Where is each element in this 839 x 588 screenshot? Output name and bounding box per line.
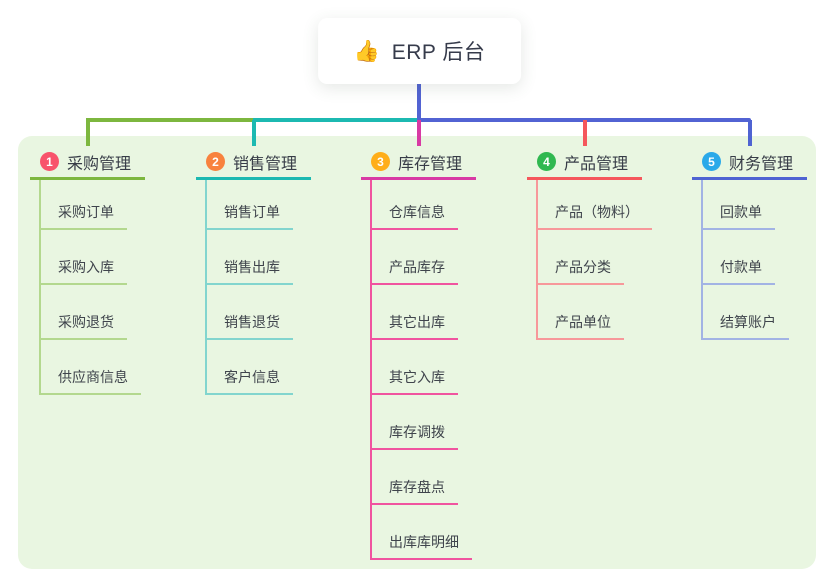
branch-node-label: 财务管理: [729, 155, 794, 173]
branch-underline: [692, 177, 807, 180]
branch-underline: [361, 177, 476, 180]
sub-node-label: 产品分类: [538, 257, 624, 285]
branch-node-label: 采购管理: [67, 155, 132, 173]
root-node[interactable]: 👍 ERP 后台: [317, 18, 522, 84]
sub-node-label: 销售出库: [207, 257, 293, 285]
branch-number-badge: 3: [371, 152, 390, 171]
sub-node[interactable]: 仓库信息: [372, 180, 476, 230]
sub-node[interactable]: 库存盘点: [372, 450, 476, 505]
sub-node[interactable]: 销售退货: [207, 285, 311, 340]
branch-number-badge: 5: [702, 152, 721, 171]
sub-node-label: 其它入库: [372, 367, 458, 395]
branch-number-badge: 4: [537, 152, 556, 171]
connector-root-vertical: [417, 83, 421, 122]
branch-column: 3 库存管理仓库信息产品库存其它出库其它入库库存调拨库存盘点出库库明细: [361, 146, 476, 560]
sub-node-label: 库存盘点: [372, 477, 458, 505]
sub-node-label: 产品（物料）: [538, 202, 652, 230]
branch-items: 销售订单销售出库销售退货客户信息: [205, 180, 311, 395]
sub-node[interactable]: 产品分类: [538, 230, 652, 285]
sub-node-label: 其它出库: [372, 312, 458, 340]
sub-node-label: 库存调拨: [372, 422, 458, 450]
sub-node-label: 销售订单: [207, 202, 293, 230]
branches-panel: [18, 136, 816, 569]
sub-node-label: 产品单位: [538, 312, 624, 340]
sub-node[interactable]: 采购入库: [41, 230, 145, 285]
sub-node[interactable]: 产品单位: [538, 285, 652, 340]
sub-node[interactable]: 其它入库: [372, 340, 476, 395]
sub-node-label: 回款单: [703, 202, 775, 230]
sub-node[interactable]: 库存调拨: [372, 395, 476, 450]
branch-node[interactable]: 2 销售管理: [196, 146, 311, 177]
branch-column: 2 销售管理销售订单销售出库销售退货客户信息: [196, 146, 311, 395]
sub-node[interactable]: 产品（物料）: [538, 180, 652, 230]
sub-node-label: 客户信息: [207, 367, 293, 395]
sub-node[interactable]: 出库库明细: [372, 505, 476, 560]
connector-branch-drop: [748, 120, 752, 146]
sub-node[interactable]: 客户信息: [207, 340, 311, 395]
branch-node-label: 库存管理: [398, 155, 463, 173]
sub-node[interactable]: 供应商信息: [41, 340, 145, 395]
sub-node-label: 付款单: [703, 257, 775, 285]
branch-number-badge: 2: [206, 152, 225, 171]
root-node-label: ERP 后台: [391, 41, 486, 64]
branch-column: 5 财务管理回款单付款单结算账户: [692, 146, 807, 340]
connector-branch-drop: [86, 120, 90, 146]
branch-column: 1 采购管理采购订单采购入库采购退货供应商信息: [30, 146, 145, 395]
branch-column: 4 产品管理产品（物料） 产品分类产品单位: [527, 146, 652, 340]
sub-node[interactable]: 产品库存: [372, 230, 476, 285]
connector-horizontal-left: [86, 118, 253, 122]
branch-node[interactable]: 5 财务管理: [692, 146, 807, 177]
sub-node-label: 结算账户: [703, 312, 789, 340]
branch-node[interactable]: 1 采购管理: [30, 146, 145, 177]
branch-underline: [527, 177, 642, 180]
sub-node-label: 仓库信息: [372, 202, 458, 230]
sub-node-label: 销售退货: [207, 312, 293, 340]
branch-node-label: 产品管理: [564, 155, 629, 173]
connector-branch-drop: [252, 120, 256, 146]
sub-node-label: 供应商信息: [41, 367, 141, 395]
sub-node[interactable]: 销售出库: [207, 230, 311, 285]
branch-number-badge: 1: [40, 152, 59, 171]
branch-node[interactable]: 3 库存管理: [361, 146, 476, 177]
sub-node-label: 采购入库: [41, 257, 127, 285]
branch-items: 产品（物料） 产品分类产品单位: [536, 180, 652, 340]
sub-node[interactable]: 结算账户: [703, 285, 807, 340]
sub-node[interactable]: 采购退货: [41, 285, 145, 340]
sub-node[interactable]: 其它出库: [372, 285, 476, 340]
branch-node-label: 销售管理: [233, 155, 298, 173]
connector-branch-drop: [417, 120, 421, 146]
branch-underline: [196, 177, 311, 180]
branch-items: 仓库信息产品库存其它出库其它入库库存调拨库存盘点出库库明细: [370, 180, 476, 560]
branch-items: 采购订单采购入库采购退货供应商信息: [39, 180, 145, 395]
branch-underline: [30, 177, 145, 180]
connector-branch-drop: [583, 120, 587, 146]
thumbs-up-icon: 👍: [353, 39, 380, 63]
sub-node-label: 产品库存: [372, 257, 458, 285]
sub-node[interactable]: 回款单: [703, 180, 807, 230]
sub-node-label: 出库库明细: [372, 532, 472, 560]
sub-node[interactable]: 销售订单: [207, 180, 311, 230]
sub-node-label: 采购订单: [41, 202, 127, 230]
sub-node[interactable]: 付款单: [703, 230, 807, 285]
branch-node[interactable]: 4 产品管理: [527, 146, 652, 177]
connector-horizontal-mid: [253, 118, 419, 122]
sub-node[interactable]: 采购订单: [41, 180, 145, 230]
branch-items: 回款单付款单结算账户: [701, 180, 807, 340]
sub-node-label: 采购退货: [41, 312, 127, 340]
